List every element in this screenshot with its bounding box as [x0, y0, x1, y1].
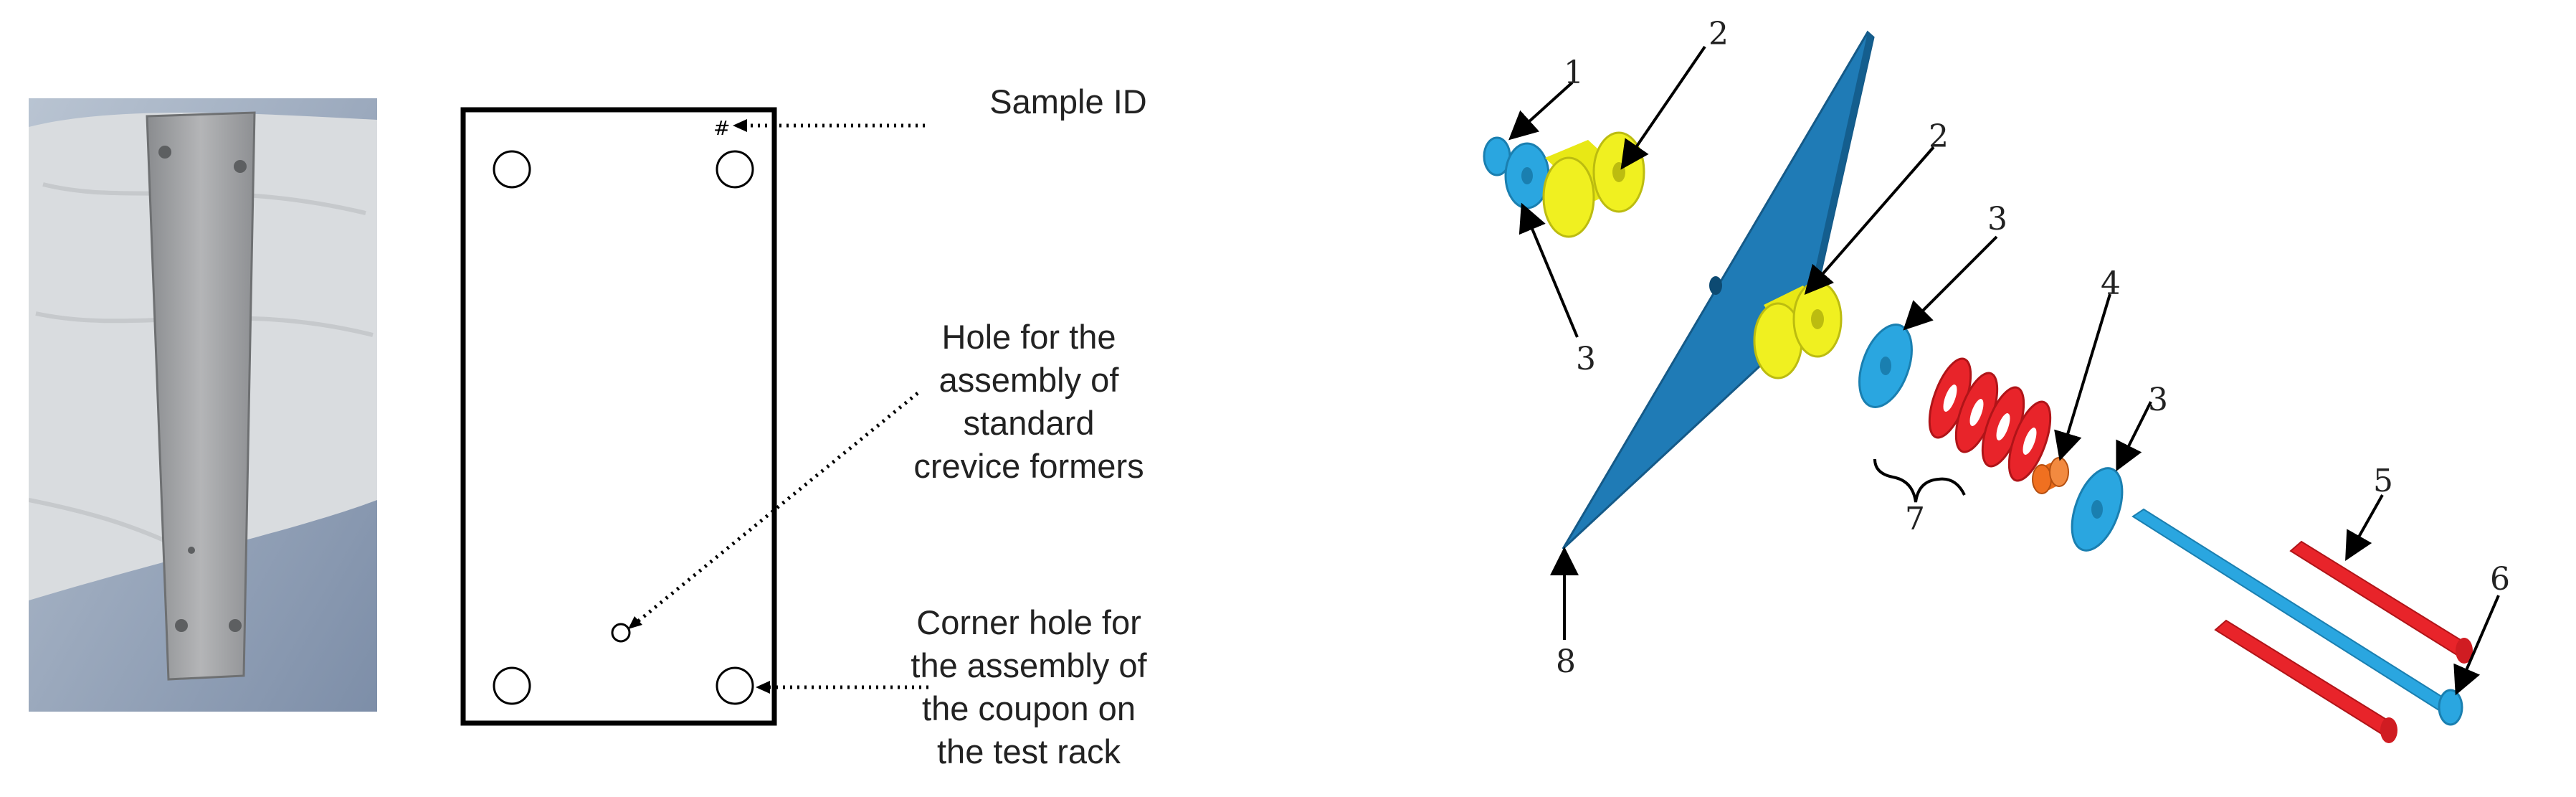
- crevice-former-hole: [611, 623, 631, 643]
- part-number-3-middle: 3: [1987, 201, 2007, 237]
- label-corner-hole: Corner hole for the assembly of the coup…: [911, 603, 1147, 770]
- coupon-outline: [460, 107, 777, 726]
- part-number-2-left: 2: [1708, 16, 1729, 52]
- disc-springs-part-7: [1928, 357, 2052, 482]
- corner-hole-top-left: [493, 150, 531, 189]
- part-number-6: 6: [2490, 561, 2510, 598]
- part-number-4: 4: [2101, 265, 2121, 302]
- corner-hole-bottom-left: [493, 666, 531, 705]
- corner-hole-top-right: [716, 150, 754, 189]
- brace-part-7: [1873, 458, 1966, 503]
- part-number-7: 7: [1905, 501, 1925, 537]
- part-number-2-right: 2: [1929, 118, 1949, 155]
- nut-part-4: [2032, 457, 2069, 494]
- coupon-photo: [29, 98, 377, 712]
- crevice-assembly-diagram: 1 2 2 3 3 3 4 5 6 7 8: [1434, 0, 2576, 793]
- spacer-part-2-left: [1542, 131, 1645, 238]
- sample-id-mark: #: [713, 116, 730, 140]
- part-number-8: 8: [1556, 643, 1576, 680]
- bolt-part-6: [2131, 508, 2463, 726]
- label-crevice-hole: Hole for the assembly of standard crevic…: [913, 318, 1144, 485]
- corner-hole-bottom-right: [716, 666, 754, 705]
- part-number-3-right: 3: [2148, 382, 2168, 418]
- sleeves-part-5: [2214, 540, 2473, 743]
- coupon-schematic: #: [430, 72, 1219, 789]
- spacer-part-2-right: [1753, 280, 1843, 379]
- part-number-5: 5: [2373, 463, 2393, 499]
- part-number-1: 1: [1564, 55, 1584, 91]
- part-number-3-left: 3: [1576, 341, 1596, 377]
- label-sample-id: Sample ID: [989, 82, 1147, 121]
